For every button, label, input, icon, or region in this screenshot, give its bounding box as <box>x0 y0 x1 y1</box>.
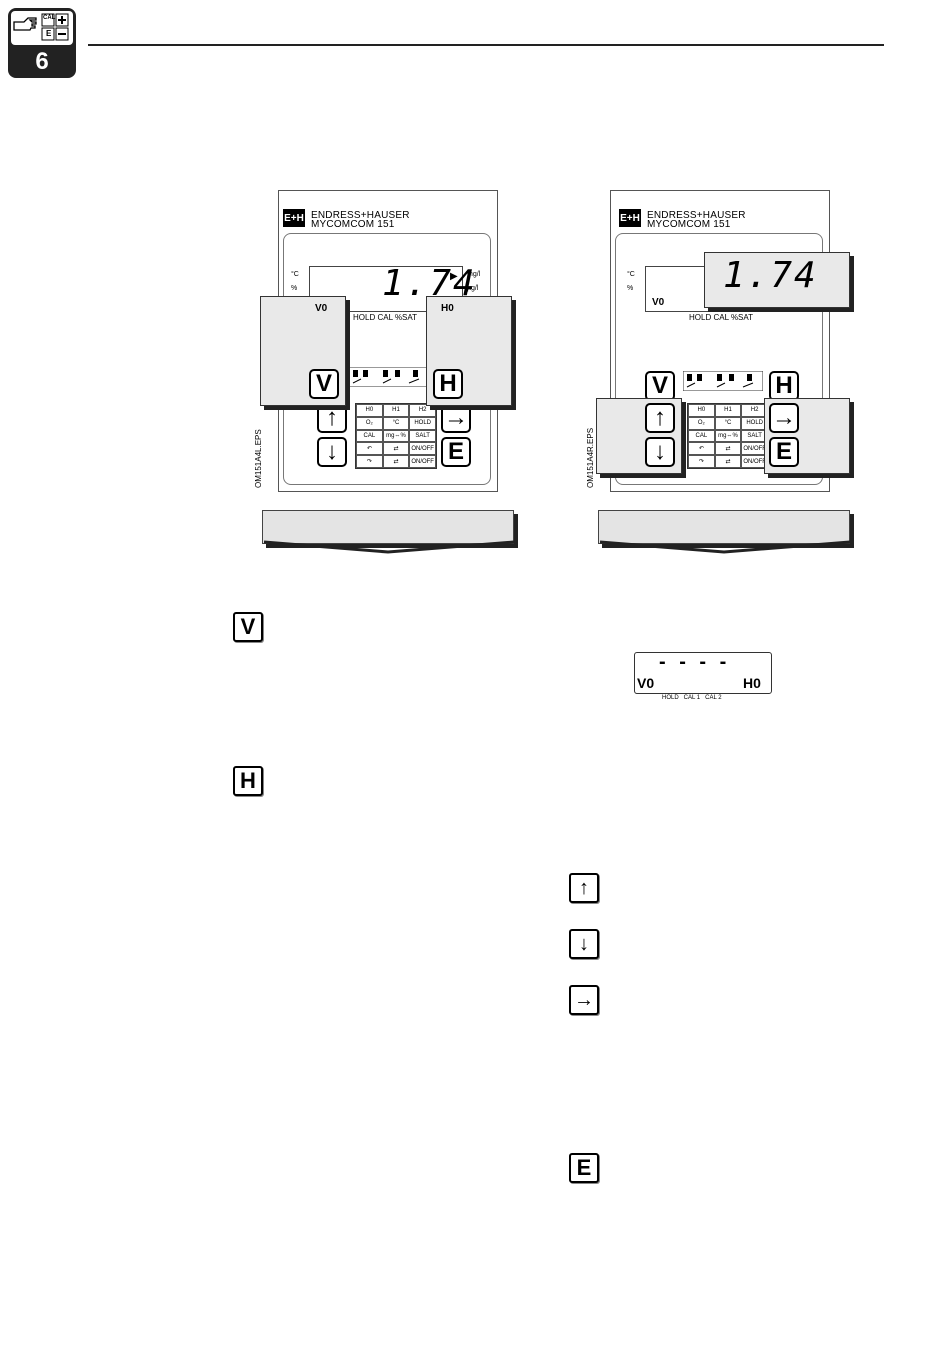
grid-icon-3: ↷ <box>356 455 383 468</box>
function-grid: H0 H1 H2 O₂ °C HOLD CAL mg⇔% SALT ↶ ⇄ ON… <box>355 403 437 469</box>
e-key[interactable]: E <box>441 437 471 467</box>
eh-logo: E+H <box>283 209 305 227</box>
field-v0: V0 <box>315 303 328 314</box>
up-key[interactable]: ↑ <box>317 403 347 433</box>
function-grid-right: H0 H1 H2 O₂ °C HOLD CAL mg⇔% SALT ↶ ⇄ ON… <box>687 403 769 469</box>
grid-cal: CAL <box>688 429 715 443</box>
grid-onoff-2: ON/OFF <box>409 455 436 468</box>
unit-celsius-right: °C <box>627 271 635 278</box>
mini-lcd: - - - - V0 H0 <box>634 651 772 694</box>
unit-percent-right: % <box>627 285 634 292</box>
v-key[interactable]: V <box>309 369 339 399</box>
e-key-right[interactable]: E <box>769 437 799 467</box>
v-key-icon: V <box>233 612 263 642</box>
grid-icon-4: ⇄ <box>382 455 410 468</box>
grid-h0: H0 <box>688 404 715 417</box>
right-figure: E+H ENDRESS+HAUSER MYCOMCOM 151 V0 °C % … <box>586 190 858 560</box>
unit-percent: % <box>291 285 298 292</box>
right-key[interactable]: → <box>441 403 471 433</box>
unit-mg: mg/l <box>467 271 481 278</box>
grid-celsius: °C <box>382 416 410 430</box>
mini-dashes: - - - - <box>659 651 731 673</box>
header-rule <box>88 44 884 46</box>
grid-celsius: °C <box>714 416 742 430</box>
plaque-arrow-left <box>263 540 515 554</box>
v-key-right[interactable]: V <box>645 371 675 401</box>
field-v0-right: V0 <box>652 297 665 308</box>
brand-line-1: ENDRESS+HAUSER <box>311 210 410 221</box>
grid-h1: H1 <box>382 404 410 417</box>
unit-ug: µg/l <box>467 285 479 292</box>
down-key-icon: ↓ <box>569 929 599 959</box>
status-row: HOLD CAL %SAT <box>353 313 418 322</box>
display-value-right: 1.74 <box>723 255 818 296</box>
grid-mg-pct: mg⇔% <box>714 429 742 443</box>
grid-icon-2: ⇄ <box>382 442 410 456</box>
indicator-triangle: ▶ <box>450 271 458 282</box>
grid-onoff-1: ON/OFF <box>409 442 436 456</box>
grid-h0: H0 <box>356 404 383 417</box>
status-row-right: HOLD CAL %SAT <box>689 313 754 322</box>
grid-o2: O₂ <box>688 416 715 430</box>
grid-icon-4: ⇄ <box>714 455 742 468</box>
highlight-panel-h: H0 H <box>426 296 512 406</box>
up-key-icon: ↑ <box>569 873 599 903</box>
unit-celsius: °C <box>291 271 299 278</box>
grid-h2: H2 <box>409 404 436 417</box>
left-figure: E+H ENDRESS+HAUSER MYCOMCOM 151 1.74 ▶ °… <box>254 190 522 560</box>
down-key-right[interactable]: ↓ <box>645 437 675 467</box>
plaque-arrow-right <box>599 540 851 554</box>
up-key-right[interactable]: ↑ <box>645 403 675 433</box>
caption-plaque-left <box>262 510 514 544</box>
h-key-icon: H <box>233 766 263 796</box>
right-key-right[interactable]: → <box>769 403 799 433</box>
caption-plaque-right <box>598 510 850 544</box>
brand-line-2-right: MYCOMCOM 151 <box>647 219 731 230</box>
down-key[interactable]: ↓ <box>317 437 347 467</box>
field-h0: H0 <box>441 303 454 314</box>
h-key-right[interactable]: H <box>769 371 799 401</box>
grid-mg-pct: mg⇔% <box>382 429 410 443</box>
mini-legend: HOLD CAL 1 CAL 2 <box>662 695 722 701</box>
figure-id-left: OM151A4L.EPS <box>254 429 263 488</box>
chapter-badge: CAL E 6 <box>8 8 76 78</box>
highlight-panel-right-e: → E <box>764 398 850 474</box>
grid-icon-1: ↶ <box>356 442 383 456</box>
eh-logo-right: E+H <box>619 209 641 227</box>
grid-icon-1: ↶ <box>688 442 715 456</box>
h-key[interactable]: H <box>433 369 463 399</box>
highlight-display: 1.74 <box>704 252 850 308</box>
sensor-icons-right <box>683 371 763 391</box>
e-key-icon: E <box>569 1153 599 1183</box>
grid-icon-3: ↷ <box>688 455 715 468</box>
grid-cal: CAL <box>356 429 383 443</box>
cal-label: CAL <box>43 15 56 21</box>
mini-h0: H0 <box>743 675 761 691</box>
grid-o2: O₂ <box>356 416 383 430</box>
grid-salt: SALT <box>409 429 436 443</box>
mini-v0: V0 <box>637 675 655 691</box>
right-key-icon: → <box>569 985 599 1015</box>
e-label: E <box>46 29 52 38</box>
brand-line-1-right: ENDRESS+HAUSER <box>647 210 746 221</box>
brand-line-2: MYCOMCOM 151 <box>311 219 395 230</box>
grid-icon-2: ⇄ <box>714 442 742 456</box>
grid-hold: HOLD <box>409 416 436 430</box>
chapter-number: 6 <box>35 48 49 75</box>
figure-id-right: OM151A4R.EPS <box>586 427 595 488</box>
grid-h1: H1 <box>714 404 742 417</box>
sensor-icons <box>349 367 429 387</box>
highlight-panel-updown: ↑ ↓ <box>596 398 682 474</box>
highlight-panel-v: V0 V <box>260 296 346 406</box>
